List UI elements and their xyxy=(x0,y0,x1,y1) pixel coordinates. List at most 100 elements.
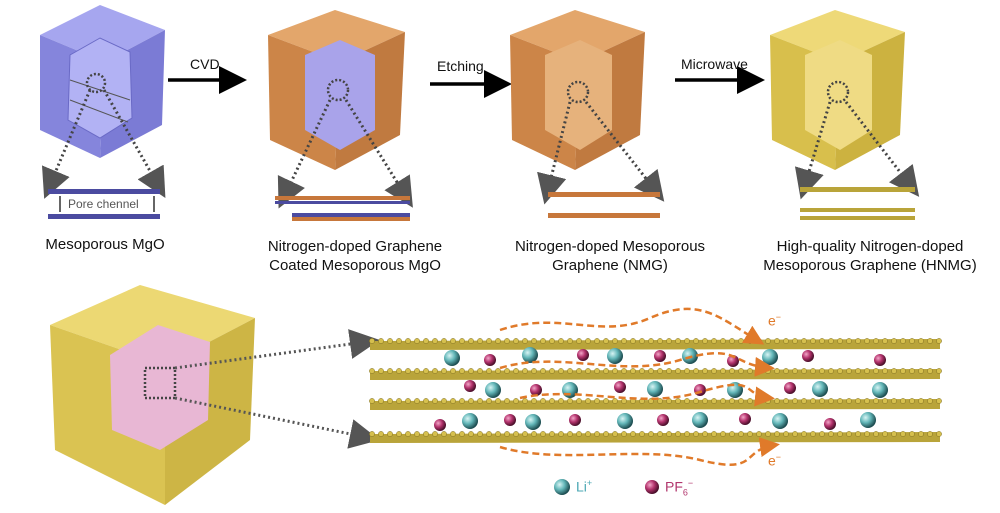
carbon-atom xyxy=(774,398,780,404)
pf6-ion xyxy=(434,419,446,431)
carbon-atom xyxy=(567,398,573,404)
carbon-atom xyxy=(801,368,807,374)
carbon-atom xyxy=(522,431,528,437)
carbon-atom xyxy=(432,398,438,404)
carbon-atom xyxy=(504,338,510,344)
carbon-atom xyxy=(783,398,789,404)
carbon-atom xyxy=(459,338,465,344)
carbon-atom xyxy=(756,368,762,374)
carbon-atom xyxy=(837,398,843,404)
carbon-atom xyxy=(711,368,717,374)
carbon-atom xyxy=(675,398,681,404)
carbon-atom xyxy=(621,368,627,374)
pf6-ion xyxy=(464,380,476,392)
legend-li-charge: + xyxy=(586,478,593,488)
carbon-atom xyxy=(927,368,933,374)
carbon-atom xyxy=(612,368,618,374)
carbon-atom xyxy=(693,398,699,404)
carbon-atom xyxy=(891,431,897,437)
carbon-atom xyxy=(495,338,501,344)
carbon-atom xyxy=(738,431,744,437)
carbon-atom xyxy=(720,338,726,344)
carbon-atom xyxy=(882,338,888,344)
carbon-atom xyxy=(414,431,420,437)
carbon-atom xyxy=(864,431,870,437)
carbon-atom xyxy=(486,398,492,404)
carbon-atom xyxy=(873,338,879,344)
label-line-2: Coated Mesoporous MgO xyxy=(269,257,441,274)
electron-text: e xyxy=(768,452,776,469)
carbon-atom xyxy=(423,398,429,404)
pf6-ion xyxy=(824,418,836,430)
carbon-atom xyxy=(396,398,402,404)
carbon-atom xyxy=(594,338,600,344)
carbon-atom xyxy=(414,368,420,374)
carbon-atom xyxy=(549,338,555,344)
pf6-ion xyxy=(739,413,751,425)
pf6-ion xyxy=(802,350,814,362)
ions xyxy=(434,347,888,431)
carbon-atom xyxy=(513,398,519,404)
carbon-atom xyxy=(891,338,897,344)
carbon-atom xyxy=(801,431,807,437)
carbon-atom xyxy=(648,368,654,374)
cube-mesoporous-mgo xyxy=(40,5,166,219)
legend-pf6-text: PF xyxy=(665,478,683,495)
electron-text: e xyxy=(768,312,776,329)
carbon-atom xyxy=(846,368,852,374)
carbon-atom xyxy=(702,338,708,344)
carbon-atom xyxy=(504,368,510,374)
carbon-atom xyxy=(855,398,861,404)
carbon-atom xyxy=(855,368,861,374)
carbon-atom xyxy=(513,368,519,374)
carbon-atom xyxy=(504,398,510,404)
carbon-atom xyxy=(846,338,852,344)
carbon-atom xyxy=(441,368,447,374)
carbon-atom xyxy=(630,368,636,374)
carbon-atom xyxy=(468,368,474,374)
pf6-ion xyxy=(727,355,739,367)
carbon-atom xyxy=(567,368,573,374)
carbon-atom xyxy=(612,398,618,404)
carbon-atom xyxy=(549,368,555,374)
carbon-atom xyxy=(549,398,555,404)
carbon-atom xyxy=(477,431,483,437)
carbon-atom xyxy=(702,398,708,404)
carbon-atom xyxy=(846,398,852,404)
legend-pf6-label: PF6− xyxy=(665,478,693,497)
carbon-atom xyxy=(405,431,411,437)
carbon-atom xyxy=(675,368,681,374)
carbon-atom xyxy=(594,431,600,437)
carbon-atom xyxy=(765,431,771,437)
li-ion xyxy=(647,381,663,397)
carbon-atom xyxy=(828,431,834,437)
carbon-atom xyxy=(666,368,672,374)
carbon-atom xyxy=(657,368,663,374)
carbon-atom xyxy=(387,338,393,344)
carbon-atom xyxy=(441,398,447,404)
carbon-atom xyxy=(900,431,906,437)
carbon-atom xyxy=(648,431,654,437)
carbon-atom xyxy=(486,368,492,374)
carbon-atom xyxy=(792,338,798,344)
carbon-atom xyxy=(567,338,573,344)
carbon-atom xyxy=(891,368,897,374)
carbon-atom xyxy=(936,338,942,344)
carbon-atom xyxy=(720,368,726,374)
carbon-atom xyxy=(756,398,762,404)
carbon-atom xyxy=(576,398,582,404)
carbon-atom xyxy=(558,338,564,344)
carbon-atom xyxy=(774,431,780,437)
carbon-atom xyxy=(603,368,609,374)
carbon-atom xyxy=(747,431,753,437)
carbon-atom xyxy=(621,431,627,437)
carbon-atom xyxy=(819,338,825,344)
carbon-atom xyxy=(864,368,870,374)
carbon-atom xyxy=(756,431,762,437)
electron-paths xyxy=(499,307,780,466)
carbon-atom xyxy=(828,398,834,404)
carbon-atom xyxy=(468,431,474,437)
carbon-atom xyxy=(711,398,717,404)
li-ion xyxy=(772,413,788,429)
